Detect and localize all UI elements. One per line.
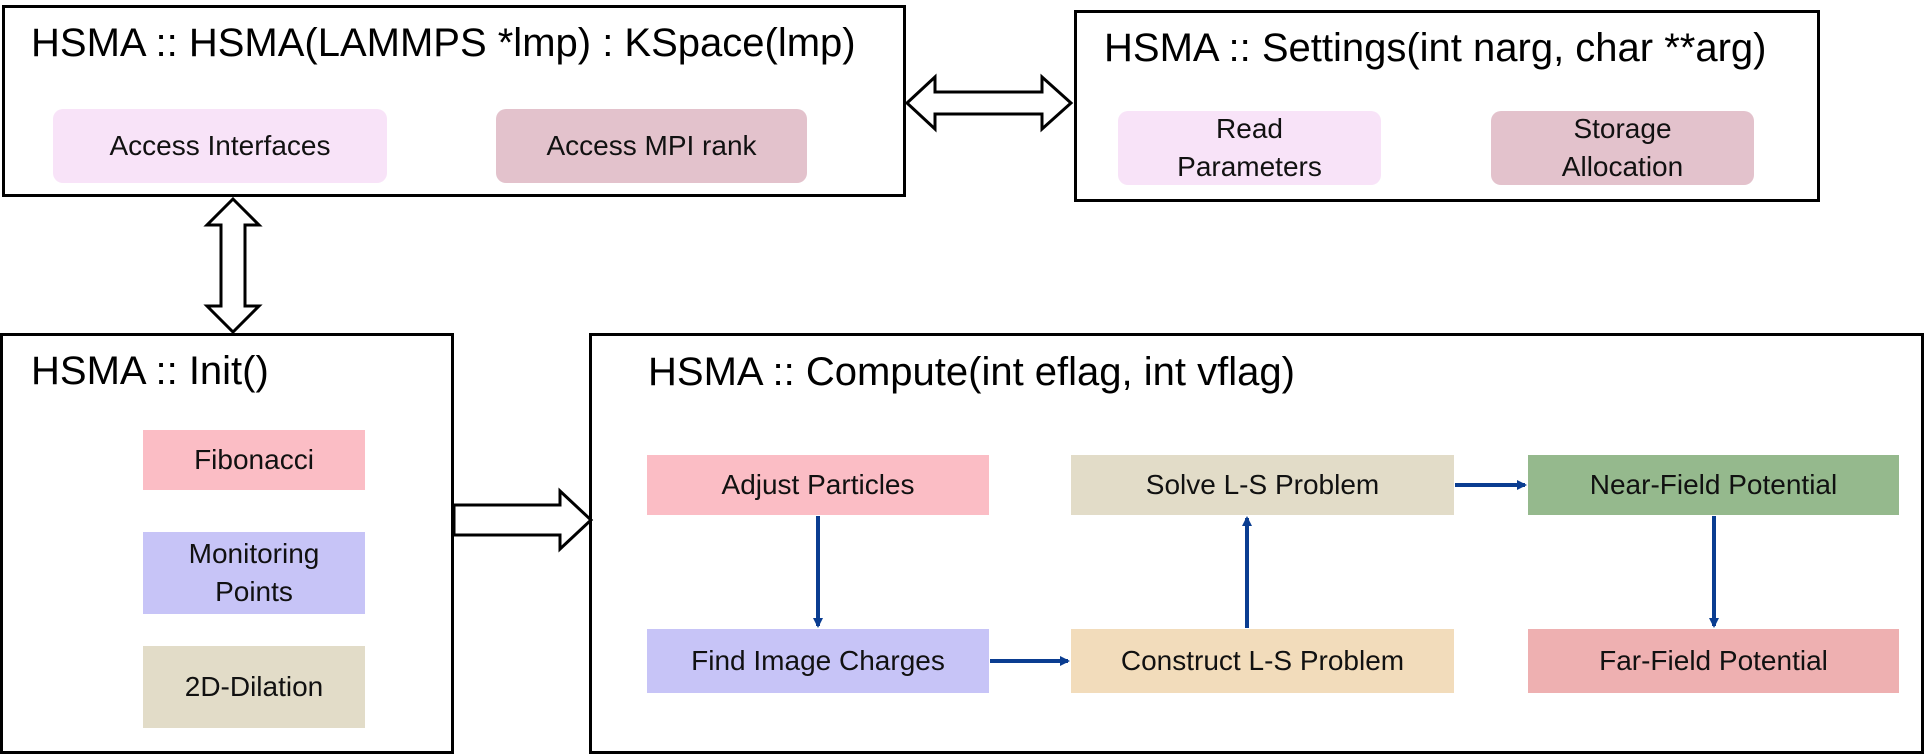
construct-ls-problem-box: Construct L-S Problem	[1071, 629, 1454, 693]
access-mpi-rank-box: Access MPI rank	[496, 109, 807, 183]
access-interfaces-box: Access Interfaces	[53, 109, 387, 183]
solve-ls-problem-box: Solve L-S Problem	[1071, 455, 1454, 515]
fibonacci-box: Fibonacci	[143, 430, 365, 490]
init-panel: HSMA :: Init() Fibonacci Monitoring Poin…	[0, 333, 454, 754]
hollow-arrow-init-to-compute	[452, 487, 594, 553]
settings-panel: HSMA :: Settings(int narg, char **arg) R…	[1074, 10, 1820, 202]
read-parameters-box: Read Parameters	[1118, 111, 1381, 185]
dilation-2d-box: 2D-Dilation	[143, 646, 365, 728]
find-image-charges-box: Find Image Charges	[647, 629, 989, 693]
near-field-potential-box: Near-Field Potential	[1528, 455, 1899, 515]
storage-allocation-box: Storage Allocation	[1491, 111, 1754, 185]
monitoring-points-box: Monitoring Points	[143, 532, 365, 614]
compute-title: HSMA :: Compute(int eflag, int vflag)	[648, 350, 1295, 394]
constructor-panel: HSMA :: HSMA(LAMMPS *lmp) : KSpace(lmp) …	[2, 5, 906, 197]
double-arrow-horizontal	[904, 73, 1074, 133]
far-field-potential-box: Far-Field Potential	[1528, 629, 1899, 693]
init-title: HSMA :: Init()	[31, 349, 269, 393]
settings-title: HSMA :: Settings(int narg, char **arg)	[1104, 26, 1767, 70]
double-arrow-vertical	[203, 196, 263, 335]
constructor-title: HSMA :: HSMA(LAMMPS *lmp) : KSpace(lmp)	[31, 21, 856, 65]
adjust-particles-box: Adjust Particles	[647, 455, 989, 515]
